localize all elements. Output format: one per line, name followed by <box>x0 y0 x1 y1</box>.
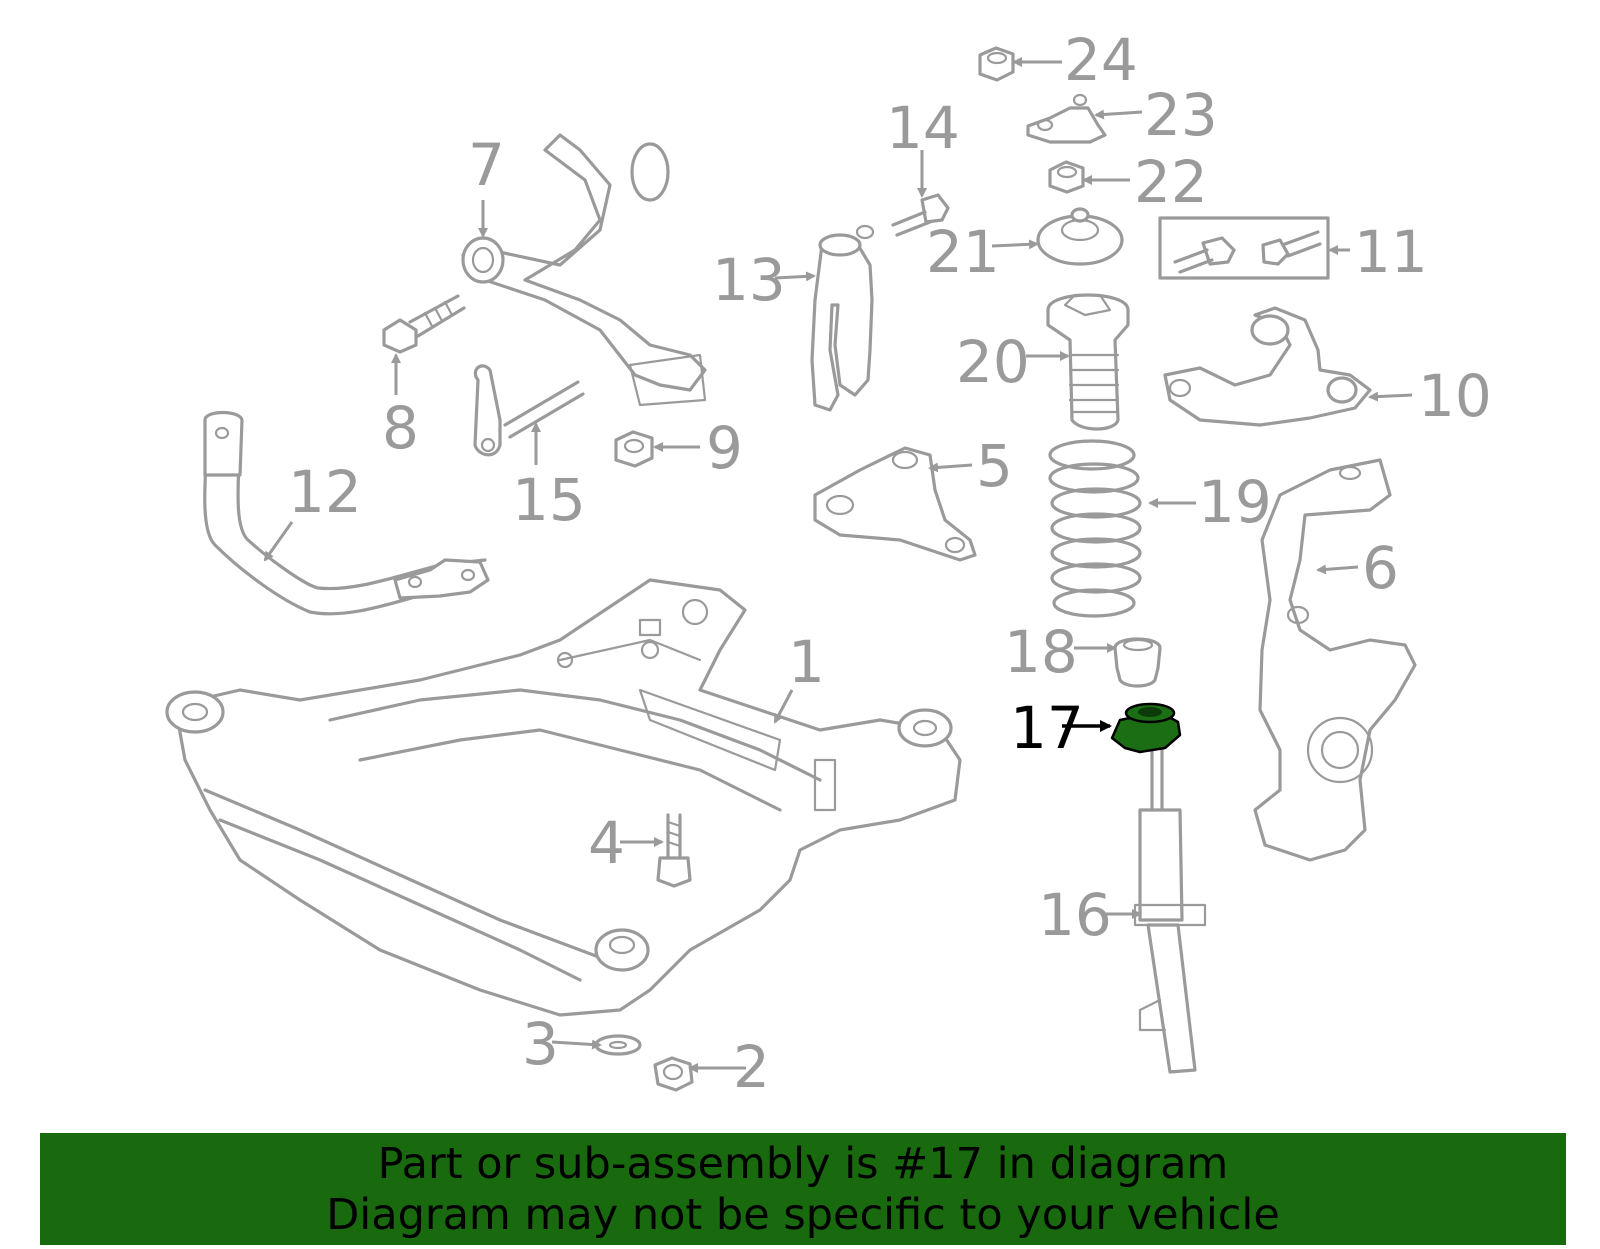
callout-15: 15 <box>512 466 586 534</box>
callout-1: 1 <box>788 628 825 696</box>
part-13-bracket <box>810 224 875 412</box>
callout-3: 3 <box>522 1010 559 1078</box>
part-11-bolts <box>1158 216 1330 280</box>
callout-19: 19 <box>1198 468 1272 536</box>
part-24-nut <box>978 46 1015 82</box>
callout-23: 23 <box>1144 81 1218 149</box>
info-banner: Part or sub-assembly is #17 in diagram D… <box>40 1133 1566 1245</box>
part-19-spring <box>1048 439 1142 618</box>
part-6-knuckle <box>1253 458 1417 862</box>
callout-10: 10 <box>1418 362 1492 430</box>
part-5-bracket <box>813 446 977 562</box>
part-22-nut <box>1048 160 1085 194</box>
part-10-upper-arm <box>1163 306 1372 427</box>
part-23-upper-mount <box>1026 93 1107 144</box>
callout-24: 24 <box>1064 26 1138 94</box>
part-7-lower-arm <box>461 133 707 407</box>
part-9-nut <box>614 430 654 468</box>
banner-line-1: Part or sub-assembly is #17 in diagram <box>377 1139 1229 1189</box>
callout-18: 18 <box>1004 618 1078 686</box>
part-20-boot <box>1046 293 1130 431</box>
callout-16: 16 <box>1038 881 1112 949</box>
callout-21: 21 <box>926 218 1000 286</box>
part-14-bolt <box>891 193 950 237</box>
callout-labels: 1 2 3 4 5 6 7 8 9 10 11 12 13 14 15 16 1… <box>288 26 1492 1101</box>
callout-13: 13 <box>712 246 786 314</box>
part-16-strut <box>1133 748 1207 1074</box>
callout-7: 7 <box>468 131 505 199</box>
part-12-stabilizer-bar <box>203 410 490 616</box>
callout-11: 11 <box>1354 218 1428 286</box>
part-2-nut <box>653 1056 694 1092</box>
callout-20: 20 <box>956 328 1030 396</box>
callout-8: 8 <box>382 394 419 462</box>
part-1-subframe <box>165 578 962 1017</box>
callout-22: 22 <box>1134 148 1208 216</box>
callout-2: 2 <box>733 1033 770 1101</box>
callout-14: 14 <box>886 94 960 162</box>
part-8-bolt <box>382 294 466 354</box>
part-4-bolt <box>656 813 692 888</box>
part-18-bump-stop <box>1113 637 1162 688</box>
part-21-strut-mount <box>1036 207 1124 266</box>
part-15-link <box>473 364 585 457</box>
callout-5: 5 <box>976 432 1013 500</box>
callout-4: 4 <box>588 809 625 877</box>
callout-12: 12 <box>288 458 362 526</box>
part-3-washer <box>594 1034 642 1056</box>
callout-6: 6 <box>1362 534 1399 602</box>
callout-17: 17 <box>1010 694 1084 762</box>
leader-arrows <box>263 57 1413 1073</box>
callout-9: 9 <box>706 414 743 482</box>
banner-line-2: Diagram may not be specific to your vehi… <box>326 1190 1280 1240</box>
part-17-highlighted <box>1110 702 1182 754</box>
